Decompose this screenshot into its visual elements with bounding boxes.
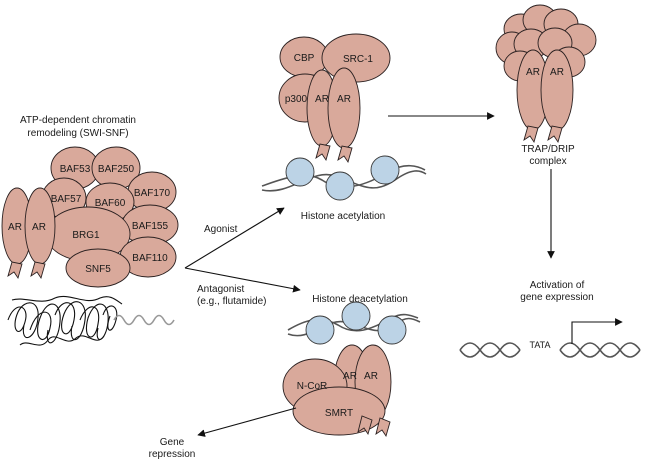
label-ar: AR — [550, 67, 564, 78]
ar-monomer-right — [327, 67, 361, 149]
trap-drip-complex: AR AR TRAP/DRIP complex — [495, 4, 597, 167]
label-brg1: BRG1 — [72, 230, 100, 241]
pathway-branch: Agonist Antagonist (e.g., flutamide) — [184, 207, 301, 307]
label-baf57: BAF57 — [51, 194, 82, 205]
label-ar: AR — [315, 94, 329, 105]
swi-snf-title-line1: ATP-dependent chromatin — [20, 115, 136, 126]
nucleosome — [285, 157, 315, 187]
arrow-to-repression — [197, 407, 297, 437]
label-ar: AR — [8, 222, 22, 233]
activation-label-line1: Activation of — [530, 280, 585, 291]
label-src1: SRC-1 — [343, 54, 373, 65]
label-baf110: BAF110 — [132, 253, 168, 264]
label-ncor: N-CoR — [297, 381, 328, 392]
label-ar: AR — [364, 371, 378, 382]
label-smrt: SMRT — [325, 408, 353, 419]
condensed-chromatin — [7, 296, 175, 346]
activation-label-line2: gene expression — [520, 292, 593, 303]
label-ar: AR — [337, 94, 351, 105]
ar-dna-binding-foot — [375, 417, 391, 438]
coactivator-complex: CBP SRC-1 p300 AR AR — [278, 33, 391, 164]
label-ar: AR — [343, 371, 357, 382]
histone-deacetylation-label: Histone deacetylation — [312, 294, 408, 305]
trap-drip-label-line2: complex — [529, 156, 566, 167]
swi-snf-title-line2: remodeling (SWI-SNF) — [27, 128, 128, 139]
dna-double-helix — [459, 342, 641, 358]
ar-monomer-right — [540, 49, 574, 131]
swi-snf-complex: ATP-dependent chromatin remodeling (SWI-… — [1, 115, 179, 346]
gene-repression-label-line1: Gene — [160, 437, 185, 448]
acetylated-nucleosomes: Histone acetylation — [261, 155, 427, 222]
label-baf53: BAF53 — [60, 164, 91, 175]
ar-dna-binding-foot — [30, 261, 46, 280]
ar-dna-binding-foot — [315, 143, 331, 162]
label-snf5: SNF5 — [85, 264, 111, 275]
ar-dna-binding-foot — [337, 145, 353, 164]
label-baf250: BAF250 — [98, 164, 135, 175]
label-ar: AR — [526, 67, 540, 78]
label-p300: p300 — [285, 94, 308, 105]
trap-drip-label-line1: TRAP/DRIP — [521, 144, 575, 155]
ar-dna-binding-foot — [523, 125, 539, 144]
snf5-subunit — [65, 248, 131, 288]
corepressor-complex: Histone deacetylation AR AR N-CoR SMRT — [282, 294, 421, 438]
ar-dna-binding-foot — [547, 125, 563, 144]
antagonist-arrow — [184, 267, 301, 293]
histone-acetylation-label: Histone acetylation — [301, 211, 386, 222]
nucleosome — [341, 301, 371, 331]
transcription-start-arrow — [571, 318, 623, 344]
label-cbp: CBP — [294, 53, 315, 64]
label-baf170: BAF170 — [134, 188, 171, 199]
ar-dna-binding-foot — [7, 261, 23, 280]
label-baf60: BAF60 — [95, 198, 126, 209]
nucleosome — [377, 315, 407, 345]
nucleosome — [305, 315, 335, 345]
antagonist-label-line2: (e.g., flutamide) — [197, 296, 266, 307]
tata-box-label: TATA — [530, 340, 551, 350]
nucleosome — [325, 171, 355, 201]
open-chromatin-fiber — [113, 314, 175, 326]
nucleosome — [370, 155, 400, 185]
label-ar: AR — [32, 222, 46, 233]
gene-repression-label-line2: repression — [149, 449, 196, 460]
agonist-label: Agonist — [204, 224, 238, 235]
gene-activation: Activation of gene expression TATA — [459, 280, 641, 358]
antagonist-label-line1: Antagonist — [197, 284, 244, 295]
ar-dna-binding-foot — [357, 415, 373, 436]
agonist-arrow — [184, 207, 285, 269]
label-baf155: BAF155 — [132, 221, 169, 232]
